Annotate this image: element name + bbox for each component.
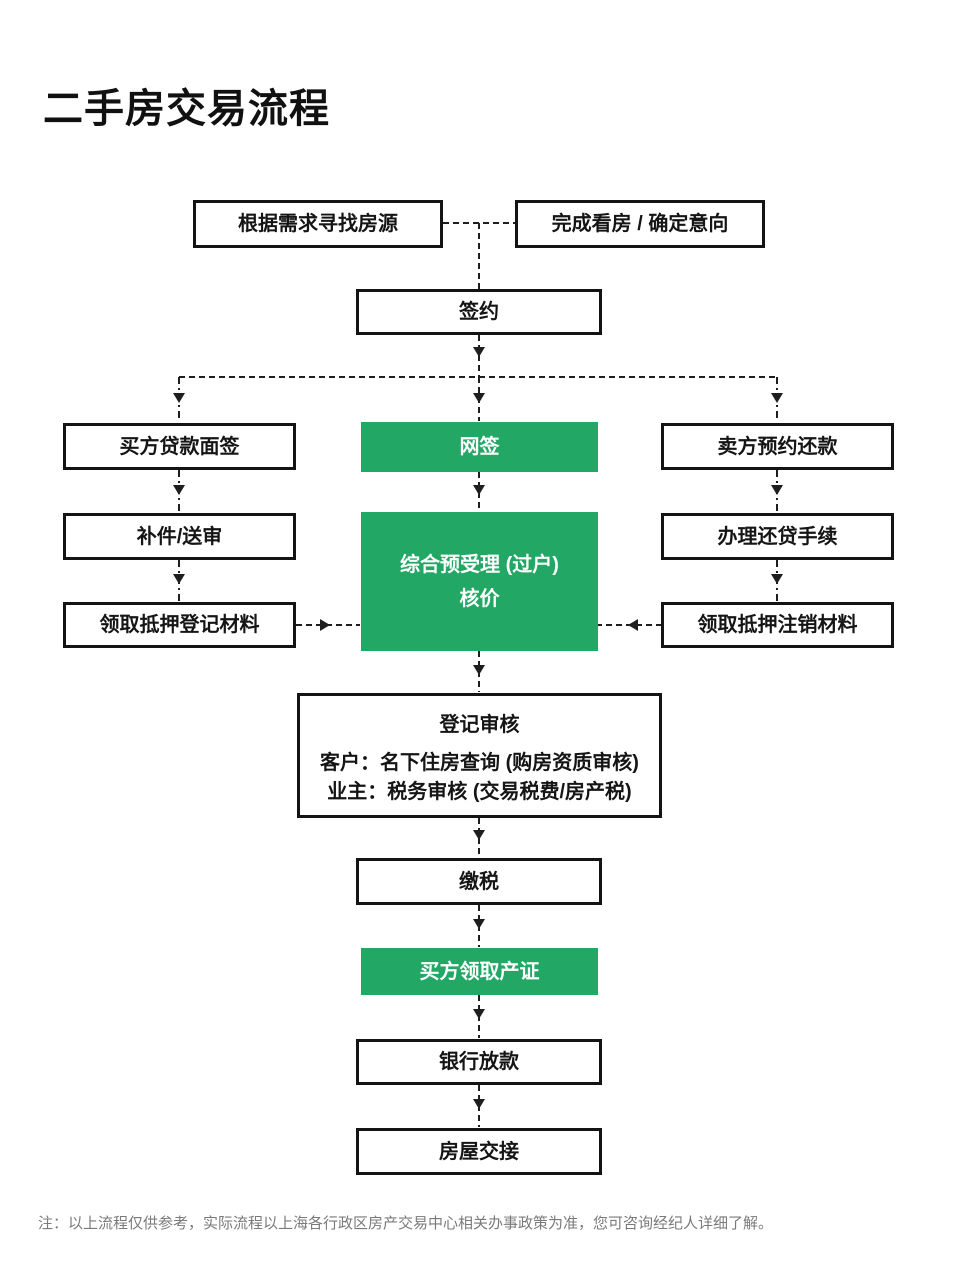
node-buyer-loan-interview: 买方贷款面签: [63, 423, 296, 470]
connector-sign-to-branch: [473, 335, 485, 377]
node-bank-disbursement: 银行放款: [356, 1039, 602, 1085]
node-buyer-get-deed: 买方领取产证: [361, 948, 598, 995]
node-repay-loan: 办理还贷手续: [661, 513, 894, 560]
registration-line1: 客户：名下住房查询 (购房资质审核): [320, 752, 639, 774]
comprehensive-line1: 综合预受理 (过户): [400, 553, 559, 576]
registration-title: 登记审核: [439, 714, 520, 736]
node-online-sign: 网签: [361, 422, 598, 472]
node-registration-review: 登记审核 客户：名下住房查询 (购房资质审核) 业主：税务审核 (交易税费/房产…: [297, 693, 662, 818]
connector-branch-line: [173, 376, 783, 422]
connector-left-column: [173, 470, 185, 601]
registration-line2: 业主：税务审核 (交易税费/房产税): [327, 781, 632, 803]
node-house-handover: 房屋交接: [356, 1128, 602, 1175]
node-seller-repay-appointment: 卖方预约还款: [661, 423, 894, 470]
connector-right-column: [771, 470, 783, 601]
node-pay-tax: 缴税: [356, 858, 602, 905]
node-sign-contract: 签约: [356, 289, 602, 335]
node-supplement-review: 补件/送审: [63, 513, 296, 560]
connector-top-link: [443, 222, 515, 289]
connector-materials-to-center: [296, 619, 662, 631]
node-mortgage-cancel-materials: 领取抵押注销材料: [661, 602, 894, 648]
footnote: 注：以上流程仅供参考，实际流程以上海各行政区房产交易中心相关办事政策为准，您可咨…: [38, 1215, 774, 1232]
node-mortgage-reg-materials: 领取抵押登记材料: [63, 602, 296, 648]
page-title: 二手房交易流程: [43, 87, 330, 131]
node-find-listing: 根据需求寻找房源: [193, 200, 443, 248]
node-comprehensive-acceptance: 综合预受理 (过户) 核价: [361, 512, 598, 651]
connector-center-column: [473, 472, 485, 1127]
node-confirm-intent: 完成看房 / 确定意向: [515, 200, 765, 248]
comprehensive-line2: 核价: [459, 587, 500, 610]
